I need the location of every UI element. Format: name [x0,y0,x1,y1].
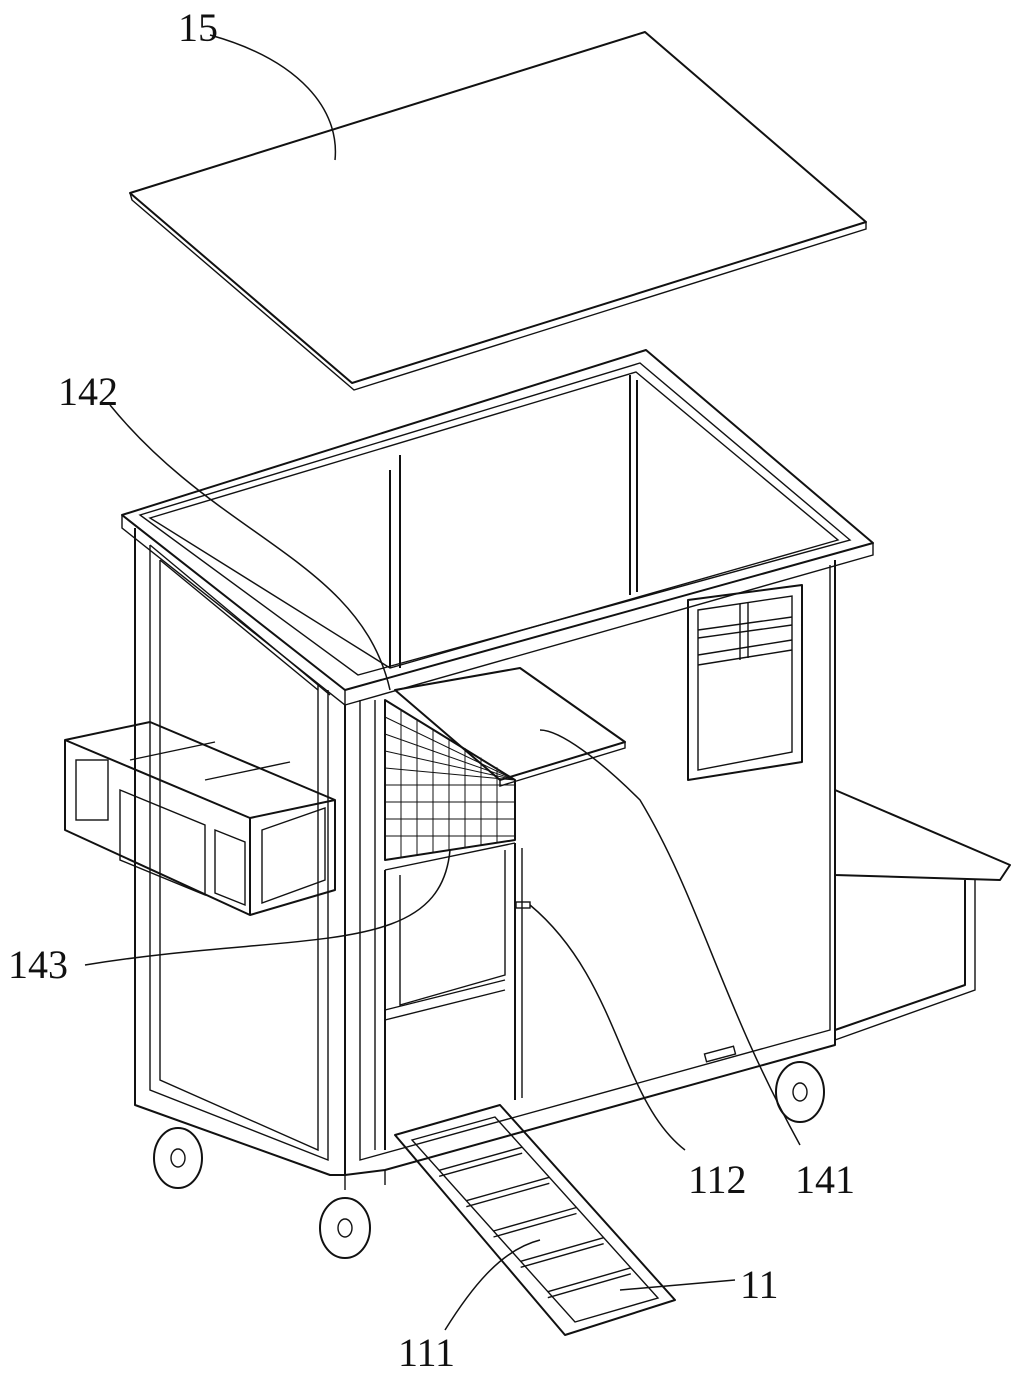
ramp-rung [466,1176,550,1202]
side-run [834,789,1011,1041]
flap [394,667,626,787]
nest-box [64,721,336,916]
label-143: 143 [8,942,68,987]
ramp-rung [547,1267,632,1293]
mesh-line [384,767,516,781]
ramp-rung [493,1212,577,1238]
ramp-rung [438,1152,523,1178]
ramp-rung [547,1273,632,1299]
mesh-line [384,733,516,781]
label-141: 141 [795,1157,855,1202]
ramp-rung [438,1146,523,1172]
mesh-panel [384,699,516,871]
roof-panel [129,31,867,391]
ramp-rung [493,1206,577,1232]
mesh-line [384,716,516,781]
window [687,584,803,781]
wheels [153,1061,825,1259]
ramp-rung [520,1236,604,1263]
left-wall [134,528,346,1176]
ramp-rung [520,1242,604,1269]
door [384,843,531,1150]
ramp-rung [466,1182,550,1208]
leader-lines [84,34,801,1331]
ramp [394,1104,676,1336]
label-15: 15 [178,5,218,50]
label-142: 142 [58,369,118,414]
label-112: 112 [688,1157,747,1202]
label-111: 111 [398,1330,456,1375]
label-11: 11 [740,1262,779,1307]
top-frame [121,349,874,707]
front-wall [344,560,836,1190]
